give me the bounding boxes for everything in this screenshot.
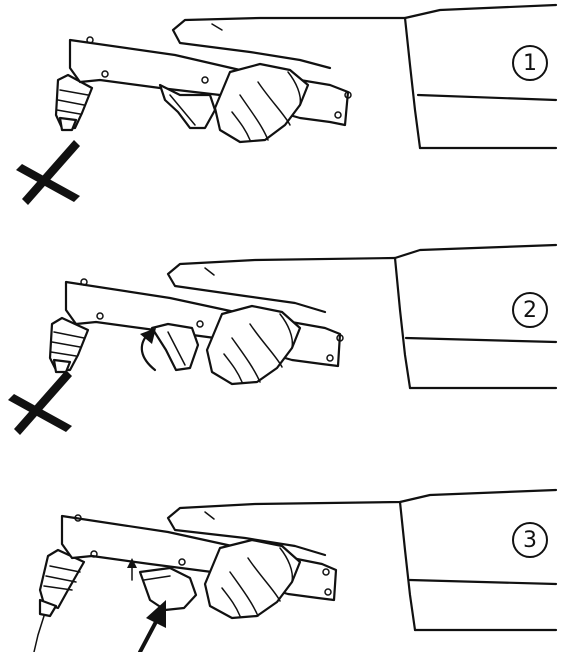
prohibited-cross-icon-2 [0,220,561,435]
press-direction-arrow-icon [0,440,561,652]
step-1-panel: 1 [0,0,561,215]
prohibited-cross-icon-1 [0,0,561,215]
step-3-panel: 3 [0,440,561,652]
step-number-1-badge: 1 [512,45,548,81]
step-number-3-badge: 3 [512,522,548,558]
step-2-panel: 2 [0,220,561,435]
step-number-2-badge: 2 [512,292,548,328]
